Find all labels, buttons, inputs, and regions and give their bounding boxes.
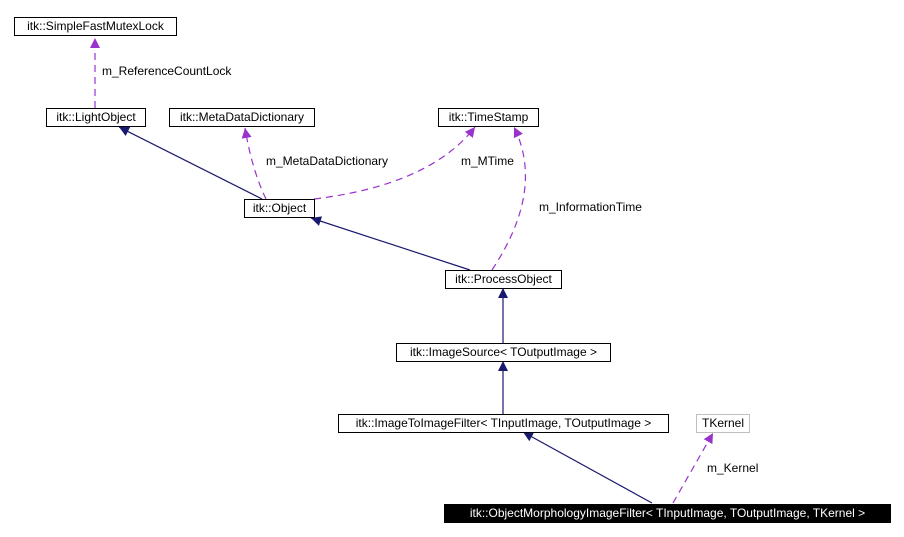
- node-image-source[interactable]: itk::ImageSource< TOutputImage >: [396, 343, 611, 362]
- label-kernel: m_Kernel: [707, 461, 759, 475]
- edge-mtime: [313, 126, 476, 200]
- node-object[interactable]: itk::Object: [244, 199, 315, 218]
- node-light-object[interactable]: itk::LightObject: [46, 108, 146, 127]
- edge-object-light-object: [118, 126, 263, 200]
- node-object-morphology-image-filter: itk::ObjectMorphologyImageFilter< TInput…: [444, 504, 891, 523]
- label-information-time: m_InformationTime: [539, 200, 642, 214]
- node-simple-fast-mutex-lock[interactable]: itk::SimpleFastMutexLock: [14, 17, 177, 36]
- label-reference-count-lock: m_ReferenceCountLock: [102, 64, 232, 78]
- edge-object-morphology-image-to-image: [522, 431, 653, 504]
- label-meta-data-dictionary: m_MetaDataDictionary: [266, 154, 389, 168]
- node-meta-data-dictionary[interactable]: itk::MetaDataDictionary: [169, 108, 315, 127]
- label-mtime: m_MTime: [461, 154, 514, 168]
- edge-information-time: [491, 126, 527, 271]
- node-process-object[interactable]: itk::ProcessObject: [445, 270, 562, 289]
- edge-process-object-object: [310, 216, 471, 271]
- edge-kernel: [672, 432, 714, 504]
- edge-meta-data-dictionary: [241, 127, 267, 200]
- node-time-stamp[interactable]: itk::TimeStamp: [438, 108, 539, 127]
- node-tkernel: TKernel: [696, 414, 750, 433]
- node-image-to-image-filter[interactable]: itk::ImageToImageFilter< TInputImage, TO…: [338, 414, 669, 433]
